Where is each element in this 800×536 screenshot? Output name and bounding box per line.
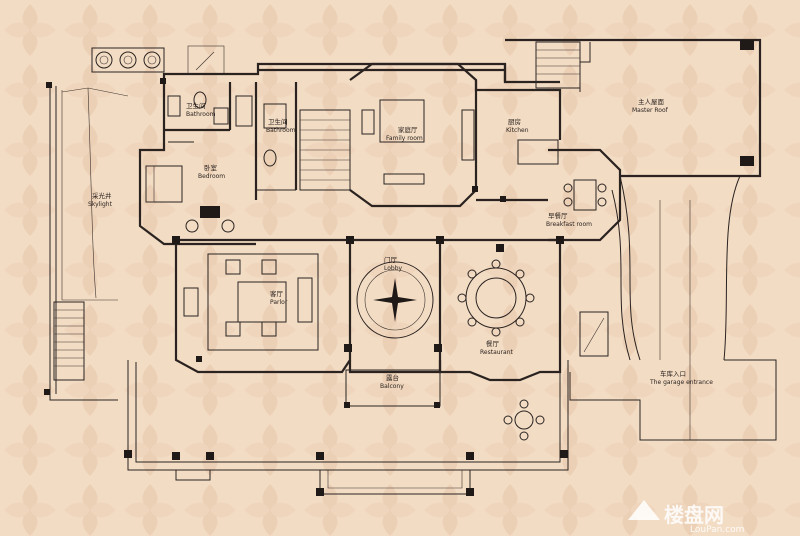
right-wing xyxy=(505,38,777,441)
label-garage-en: The garage entrance xyxy=(649,379,713,386)
skylight-stairs xyxy=(53,301,85,381)
label-master-roof-cn: 主人屋面 xyxy=(638,97,665,106)
label-lobby-cn: 门厅 xyxy=(384,255,398,264)
room-labels: 卫生间 Bathroom 卫生间 Bathroom 卧室 Bedroom 家庭厅… xyxy=(88,97,713,390)
label-skylight-en: Skylight xyxy=(88,201,113,208)
ac-units xyxy=(91,45,225,75)
watermark-house-icon xyxy=(628,500,660,520)
label-garage-cn: 车库入口 xyxy=(660,369,686,378)
label-kitchen-cn: 厨房 xyxy=(508,117,521,126)
label-bathroom2-en: Bathroom xyxy=(266,127,296,134)
label-family-room-cn: 家庭厅 xyxy=(398,125,418,134)
label-parlor-en: Parlor xyxy=(270,299,288,306)
furniture xyxy=(145,91,607,441)
label-lobby-en: Lobby xyxy=(384,265,403,272)
label-family-room-en: Family room xyxy=(386,135,423,142)
label-restaurant-en: Restaurant xyxy=(480,349,513,356)
label-master-roof-en: Master Roof xyxy=(632,107,669,114)
label-balcony-en: Balcony xyxy=(380,383,404,390)
label-bathroom1-en: Bathroom xyxy=(186,111,216,118)
label-bathroom2-cn: 卫生间 xyxy=(268,117,288,126)
watermark-url: LouPan.com xyxy=(690,525,744,535)
label-breakfast-en: Breakfast room xyxy=(546,221,592,228)
watermark: 楼盘网 LouPan.com xyxy=(628,500,744,535)
skylight-area xyxy=(44,82,129,401)
label-bedroom-cn: 卧室 xyxy=(204,163,218,172)
label-kitchen-en: Kitchen xyxy=(506,127,529,134)
watermark-brand: 楼盘网 xyxy=(664,503,724,527)
label-bedroom-en: Bedroom xyxy=(198,173,225,180)
label-restaurant-cn: 餐厅 xyxy=(486,339,500,348)
label-parlor-cn: 客厅 xyxy=(270,289,284,298)
label-bathroom1-cn: 卫生间 xyxy=(186,101,206,110)
label-balcony-cn: 露台 xyxy=(386,373,399,382)
label-breakfast-cn: 早餐厅 xyxy=(548,211,568,220)
label-skylight-cn: 采光井 xyxy=(92,191,112,200)
